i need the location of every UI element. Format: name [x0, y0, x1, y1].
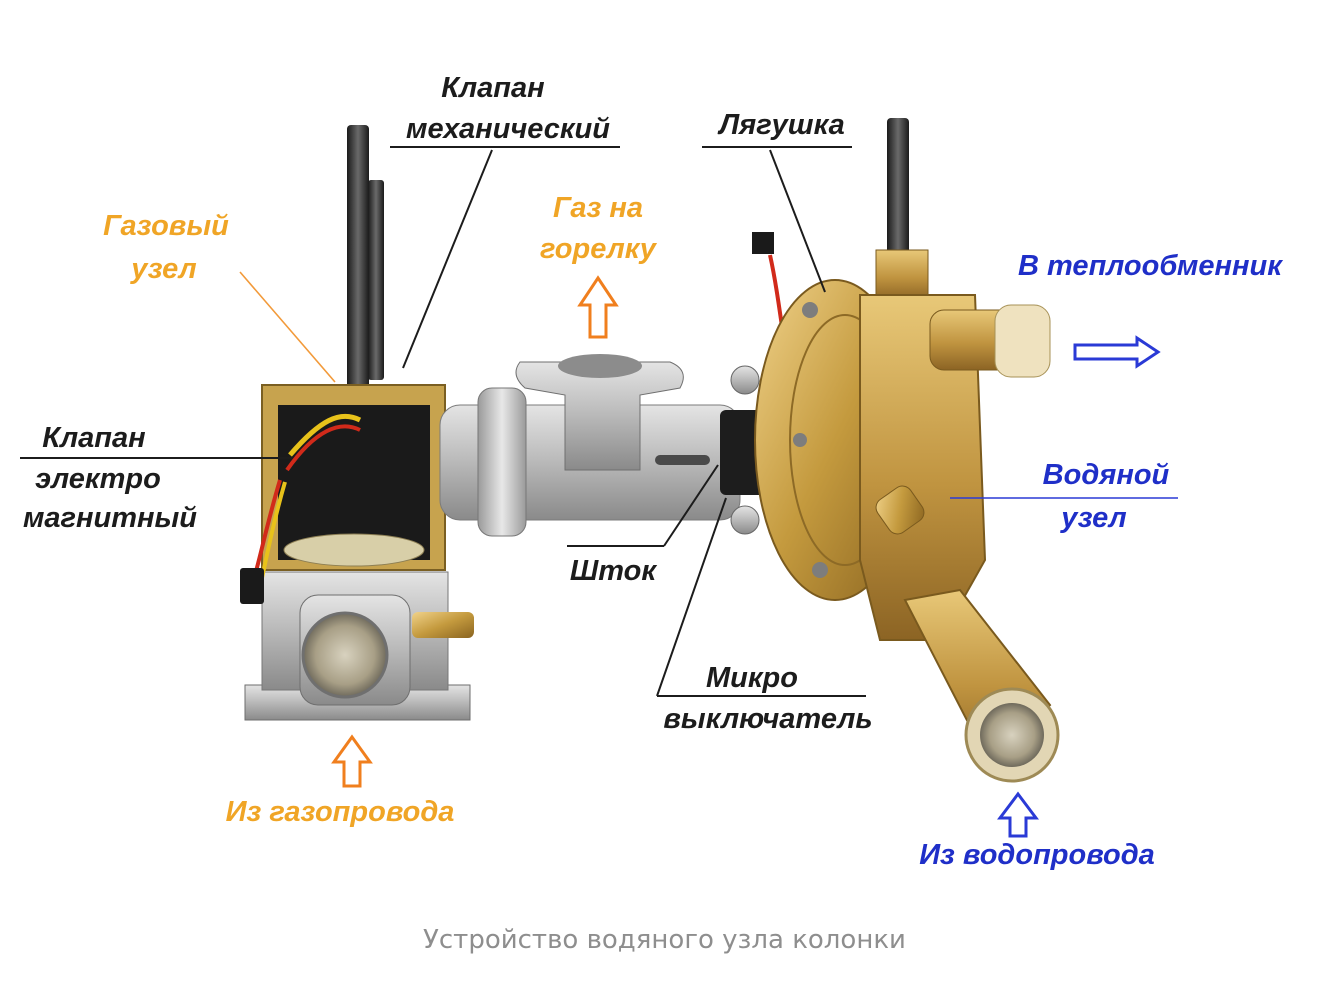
- label-frog: Лягушка: [717, 109, 845, 141]
- label-mechanical-valve: Клапан механический: [406, 72, 610, 145]
- figure-caption: Устройство водяного узла колонки: [423, 925, 906, 955]
- arrow-right-exchanger-icon: [1073, 335, 1161, 369]
- arrow-up-water-inlet-icon: [997, 791, 1039, 838]
- label-to-heat-exchanger: В теплообменник: [1018, 250, 1283, 282]
- label-gas-to-burner: Газ на горелку: [540, 192, 658, 265]
- label-from-water-pipeline: Из водопровода: [919, 839, 1155, 871]
- gas-valve-assembly: [240, 125, 474, 721]
- label-from-gas-pipeline: Из газопровода: [226, 796, 455, 828]
- label-gas-unit: Газовый узел: [103, 210, 237, 285]
- label-water-unit: Водяной узел: [1043, 459, 1178, 534]
- label-rod: Шток: [570, 555, 658, 587]
- leader-lines: [20, 146, 1178, 697]
- label-electromagnetic-valve: Клапан электро магнитный: [23, 422, 197, 534]
- arrow-up-gas-inlet-icon: [331, 734, 373, 788]
- arrow-up-gas-burner-icon: [577, 275, 619, 339]
- central-pipe: [439, 232, 802, 537]
- label-micro-switch: Микро выключатель: [663, 662, 872, 735]
- water-unit-assembly: [754, 118, 1060, 783]
